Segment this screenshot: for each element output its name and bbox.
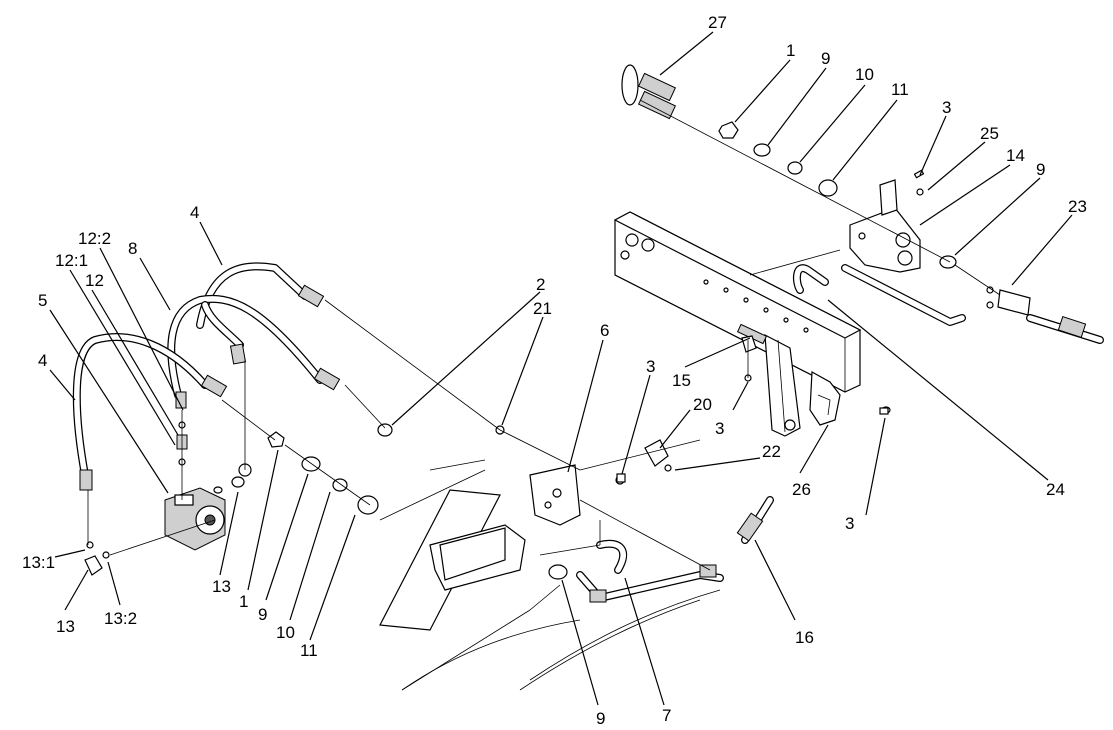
callout-11: 11 bbox=[300, 641, 318, 660]
callout-24: 24 bbox=[1046, 480, 1065, 499]
tube-24 bbox=[792, 264, 966, 326]
callout-13: 13 bbox=[56, 617, 75, 636]
callout-26: 26 bbox=[792, 480, 811, 499]
callout-13-2: 13:2 bbox=[104, 609, 137, 628]
callout-12-1: 12:1 bbox=[55, 251, 88, 270]
callout-22: 22 bbox=[762, 442, 781, 461]
callout-2: 2 bbox=[536, 275, 545, 294]
clamp-15 bbox=[736, 323, 768, 353]
callout-10: 10 bbox=[855, 65, 874, 84]
callout-15: 15 bbox=[672, 371, 691, 390]
clip-20 bbox=[644, 439, 669, 467]
callout-9: 9 bbox=[596, 709, 605, 728]
callout-9: 9 bbox=[258, 605, 267, 624]
callout-3: 3 bbox=[715, 419, 724, 438]
pump-5 bbox=[164, 463, 252, 551]
callout-labels: 27 1 9 10 11 3 25 14 9 23 4 12:2 8 12:1 … bbox=[22, 13, 1087, 728]
callout-3: 3 bbox=[942, 98, 951, 117]
callout-4: 4 bbox=[38, 351, 47, 370]
callout-13: 13 bbox=[212, 577, 231, 596]
hose-4-lower bbox=[72, 333, 209, 479]
callout-3: 3 bbox=[646, 357, 655, 376]
callout-11: 11 bbox=[891, 80, 909, 99]
hose-8 bbox=[167, 294, 324, 399]
callout-9: 9 bbox=[1036, 160, 1045, 179]
tee-23 bbox=[986, 286, 1031, 316]
callout-12-2: 12:2 bbox=[78, 229, 111, 248]
callout-leaders bbox=[49, 31, 1073, 706]
assembly-leader-lines bbox=[87, 99, 1001, 571]
callout-14: 14 bbox=[1006, 146, 1025, 165]
callout-12: 12 bbox=[85, 271, 104, 290]
hose-fittings bbox=[79, 284, 1087, 603]
hose-loop-middle bbox=[201, 301, 244, 349]
callout-4: 4 bbox=[190, 203, 199, 222]
callout-9: 9 bbox=[821, 49, 830, 68]
coupler-27 bbox=[621, 64, 677, 120]
callout-7: 7 bbox=[662, 706, 671, 725]
callout-10: 10 bbox=[276, 623, 295, 642]
callout-1: 1 bbox=[786, 41, 795, 60]
callout-13-1: 13:1 bbox=[22, 553, 55, 572]
callout-3: 3 bbox=[845, 514, 854, 533]
bracket-6 bbox=[529, 464, 581, 526]
frame-lower-left bbox=[379, 489, 721, 691]
frame-vertical-leg bbox=[764, 333, 801, 437]
callout-1: 1 bbox=[239, 592, 248, 611]
small-bolts bbox=[616, 169, 925, 483]
callout-25: 25 bbox=[980, 124, 999, 143]
clamp-26 bbox=[809, 371, 841, 426]
callout-5: 5 bbox=[38, 291, 47, 310]
callout-16: 16 bbox=[795, 628, 814, 647]
callout-20: 20 bbox=[693, 395, 712, 414]
callout-23: 23 bbox=[1068, 197, 1087, 216]
callout-27: 27 bbox=[708, 13, 727, 32]
callout-6: 6 bbox=[600, 321, 609, 340]
callout-8: 8 bbox=[128, 239, 137, 258]
bracket-plate-14 bbox=[849, 179, 921, 273]
fitting-13 bbox=[84, 541, 110, 576]
callout-21: 21 bbox=[533, 299, 552, 318]
frame-rear-crossmember bbox=[613, 211, 862, 393]
